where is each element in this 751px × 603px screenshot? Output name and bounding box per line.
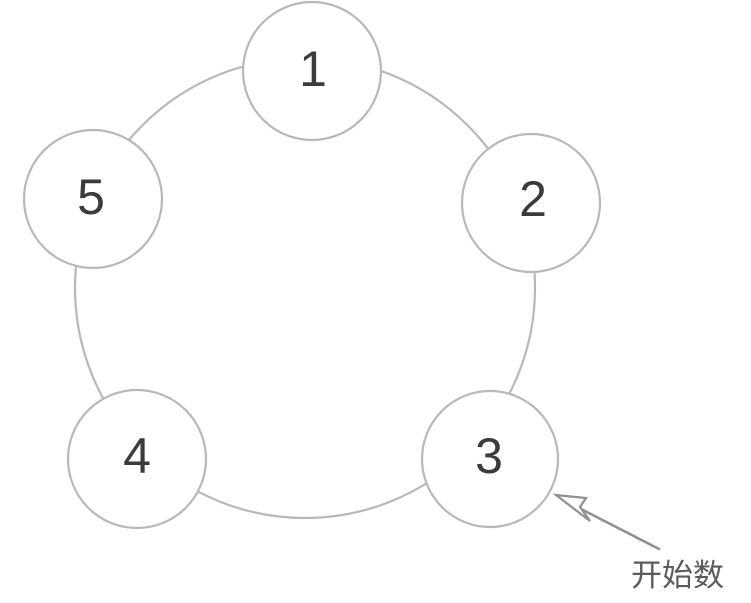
arrow-shaft-line [581, 508, 661, 551]
arrow-head-icon [552, 493, 591, 522]
node-label-3: 3 [475, 428, 503, 484]
node-circle-5[interactable] [22, 128, 164, 270]
node-circle-1[interactable] [241, 0, 383, 142]
node-circle-2[interactable] [460, 132, 602, 274]
annotation-arrow [552, 493, 661, 551]
node-circle-3[interactable] [420, 389, 560, 529]
node-group-2[interactable]: 2 [460, 132, 602, 274]
node-group-1[interactable]: 1 [241, 0, 383, 142]
node-label-5: 5 [77, 169, 105, 225]
node-group-3[interactable]: 3 [420, 389, 560, 529]
node-group-4[interactable]: 4 [66, 388, 208, 530]
node-label-4: 4 [123, 428, 151, 484]
node-label-1: 1 [299, 41, 327, 97]
node-group-5[interactable]: 5 [22, 128, 164, 270]
node-circle-4[interactable] [66, 388, 208, 530]
node-label-2: 2 [519, 171, 547, 227]
annotation-label: 开始数 [631, 558, 724, 593]
